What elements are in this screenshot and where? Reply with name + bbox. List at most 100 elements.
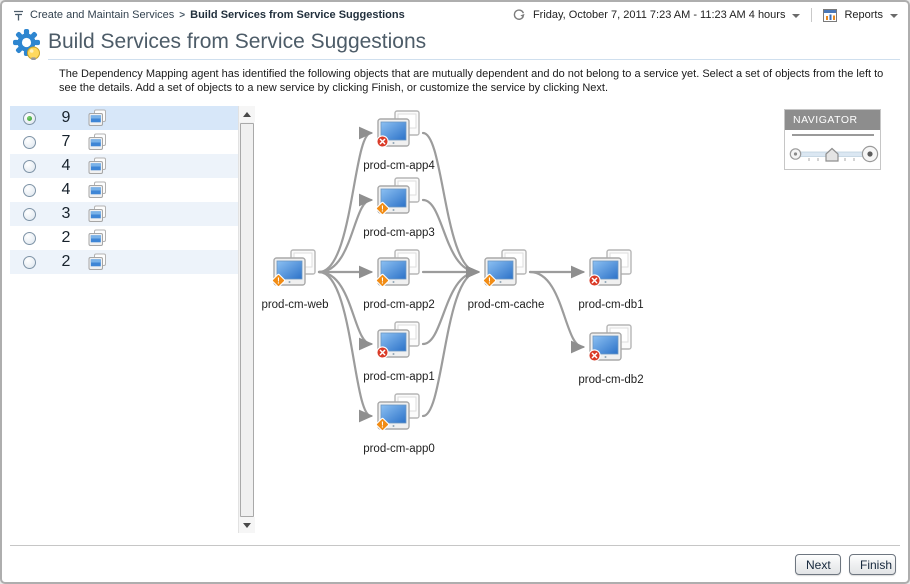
title-divider: [48, 59, 900, 60]
object-stack-icon: [88, 229, 107, 247]
critical-status-icon: [376, 135, 389, 148]
object-stack-icon: [88, 133, 107, 151]
svg-text:!: !: [381, 204, 384, 213]
object-count: 3: [61, 205, 71, 222]
breadcrumb: Create and Maintain Services > Build Ser…: [12, 9, 405, 22]
svg-text:!: !: [381, 420, 384, 429]
reports-label[interactable]: Reports: [844, 9, 883, 21]
suggestion-row[interactable]: 2: [10, 226, 239, 250]
graph-node-prod-cm-db1[interactable]: prod-cm-db1: [578, 249, 644, 311]
suggestion-row[interactable]: 7: [10, 130, 239, 154]
node-label: prod-cm-cache: [468, 299, 545, 311]
finish-button[interactable]: Finish: [849, 554, 896, 575]
radio-button[interactable]: [23, 255, 36, 269]
radio-button[interactable]: [23, 207, 36, 221]
warning-status-icon: !: [375, 417, 390, 432]
dependency-graph[interactable]: ! prod-cm-web prod-cm-app4 ! prod-cm-app…: [254, 106, 784, 538]
object-count: 7: [61, 133, 71, 150]
top-tools: Friday, October 7, 2011 7:23 AM - 11:23 …: [512, 8, 898, 22]
breadcrumb-current: Build Services from Service Suggestions: [190, 9, 405, 21]
reports-caret-icon[interactable]: [890, 14, 898, 18]
object-stack-icon: [88, 205, 107, 223]
radio-button[interactable]: [23, 135, 36, 149]
navigator-panel: NAVIGATOR: [784, 109, 881, 170]
svg-text:!: !: [488, 276, 491, 285]
dependency-edge-cache-db2: [528, 270, 586, 354]
graph-node-prod-cm-app1[interactable]: prod-cm-app1: [363, 321, 435, 383]
node-label: prod-cm-app4: [363, 160, 435, 172]
critical-status-icon: [376, 346, 389, 359]
dependency-edge-app0-cache: [421, 265, 481, 418]
object-count: 4: [61, 181, 71, 198]
suggestion-row[interactable]: 9: [10, 106, 239, 130]
node-label: prod-cm-web: [261, 299, 328, 311]
graph-node-prod-cm-web[interactable]: ! prod-cm-web: [261, 249, 329, 311]
service-builder-icon: [12, 29, 44, 66]
navigator-zoom-slider[interactable]: [785, 130, 880, 169]
top-bar: Create and Maintain Services > Build Ser…: [2, 2, 908, 28]
graph-node-prod-cm-db2[interactable]: prod-cm-db2: [578, 324, 644, 386]
object-stack-icon: [88, 181, 107, 199]
page-title: Build Services from Service Suggestions: [48, 30, 427, 53]
critical-status-icon: [588, 349, 601, 362]
radio-button[interactable]: [23, 183, 36, 197]
navigator-title: NAVIGATOR: [785, 110, 880, 130]
dependency-edge-app4-cache: [421, 131, 481, 279]
zoom-in-icon[interactable]: [861, 145, 879, 163]
node-label: prod-cm-app2: [363, 299, 435, 311]
zoom-out-icon[interactable]: [789, 148, 802, 160]
scroll-down-icon[interactable]: [239, 517, 255, 533]
suggestion-row[interactable]: 4: [10, 154, 239, 178]
suggestion-row[interactable]: 2: [10, 250, 239, 274]
scroll-up-icon[interactable]: [239, 106, 255, 122]
timerange-caret-icon[interactable]: [792, 14, 801, 18]
radio-button[interactable]: [23, 159, 36, 173]
timerange-label[interactable]: Friday, October 7, 2011 7:23 AM - 11:23 …: [532, 9, 786, 21]
svg-text:!: !: [277, 276, 280, 285]
graph-node-prod-cm-app2[interactable]: ! prod-cm-app2: [363, 249, 435, 311]
timerange-icon: [512, 8, 526, 22]
divider: [811, 8, 813, 22]
node-label: prod-cm-app1: [363, 371, 435, 383]
node-label: prod-cm-db2: [578, 374, 643, 386]
object-count: 9: [61, 109, 71, 126]
dependency-edge-web-app1: [317, 270, 374, 351]
graph-node-prod-cm-app0[interactable]: ! prod-cm-app0: [363, 393, 435, 455]
suggestion-list: 9 7 4 4 3 2 2: [10, 106, 239, 533]
object-stack-icon: [88, 157, 107, 175]
bookmark-icon: [12, 9, 25, 22]
suggestion-row[interactable]: 4: [10, 178, 239, 202]
list-scrollbar[interactable]: [238, 106, 255, 533]
object-stack-icon: [88, 109, 107, 127]
radio-selected[interactable]: [23, 111, 36, 125]
node-label: prod-cm-app0: [363, 443, 435, 455]
reports-icon: [823, 8, 838, 22]
object-stack-icon: [88, 253, 107, 271]
svg-text:!: !: [381, 276, 384, 285]
intro-text: The Dependency Mapping agent has identif…: [59, 68, 884, 94]
radio-button[interactable]: [23, 231, 36, 245]
footer-divider: [10, 545, 900, 546]
warning-status-icon: !: [375, 201, 390, 216]
graph-node-prod-cm-cache[interactable]: ! prod-cm-cache: [468, 249, 545, 311]
breadcrumb-separator: >: [179, 9, 186, 21]
node-label: prod-cm-db1: [578, 299, 643, 311]
graph-node-prod-cm-app4[interactable]: prod-cm-app4: [363, 110, 435, 172]
title-row: Build Services from Service Suggestions: [12, 29, 900, 61]
scrollbar-thumb[interactable]: [240, 123, 254, 517]
object-count: 2: [61, 229, 71, 246]
dependency-edge-web-app0: [317, 270, 374, 423]
next-button[interactable]: Next: [795, 554, 841, 575]
dependency-edge-web-app3: [317, 193, 374, 274]
node-label: prod-cm-app3: [363, 227, 435, 239]
breadcrumb-section[interactable]: Create and Maintain Services: [30, 9, 175, 21]
critical-status-icon: [588, 274, 601, 287]
object-count: 2: [61, 253, 71, 270]
graph-node-prod-cm-app3[interactable]: ! prod-cm-app3: [363, 177, 435, 239]
warning-status-icon: !: [375, 273, 390, 288]
suggestion-row[interactable]: 3: [10, 202, 239, 226]
warning-status-icon: !: [482, 273, 497, 288]
warning-status-icon: !: [271, 273, 286, 288]
slider-thumb[interactable]: [825, 147, 839, 162]
